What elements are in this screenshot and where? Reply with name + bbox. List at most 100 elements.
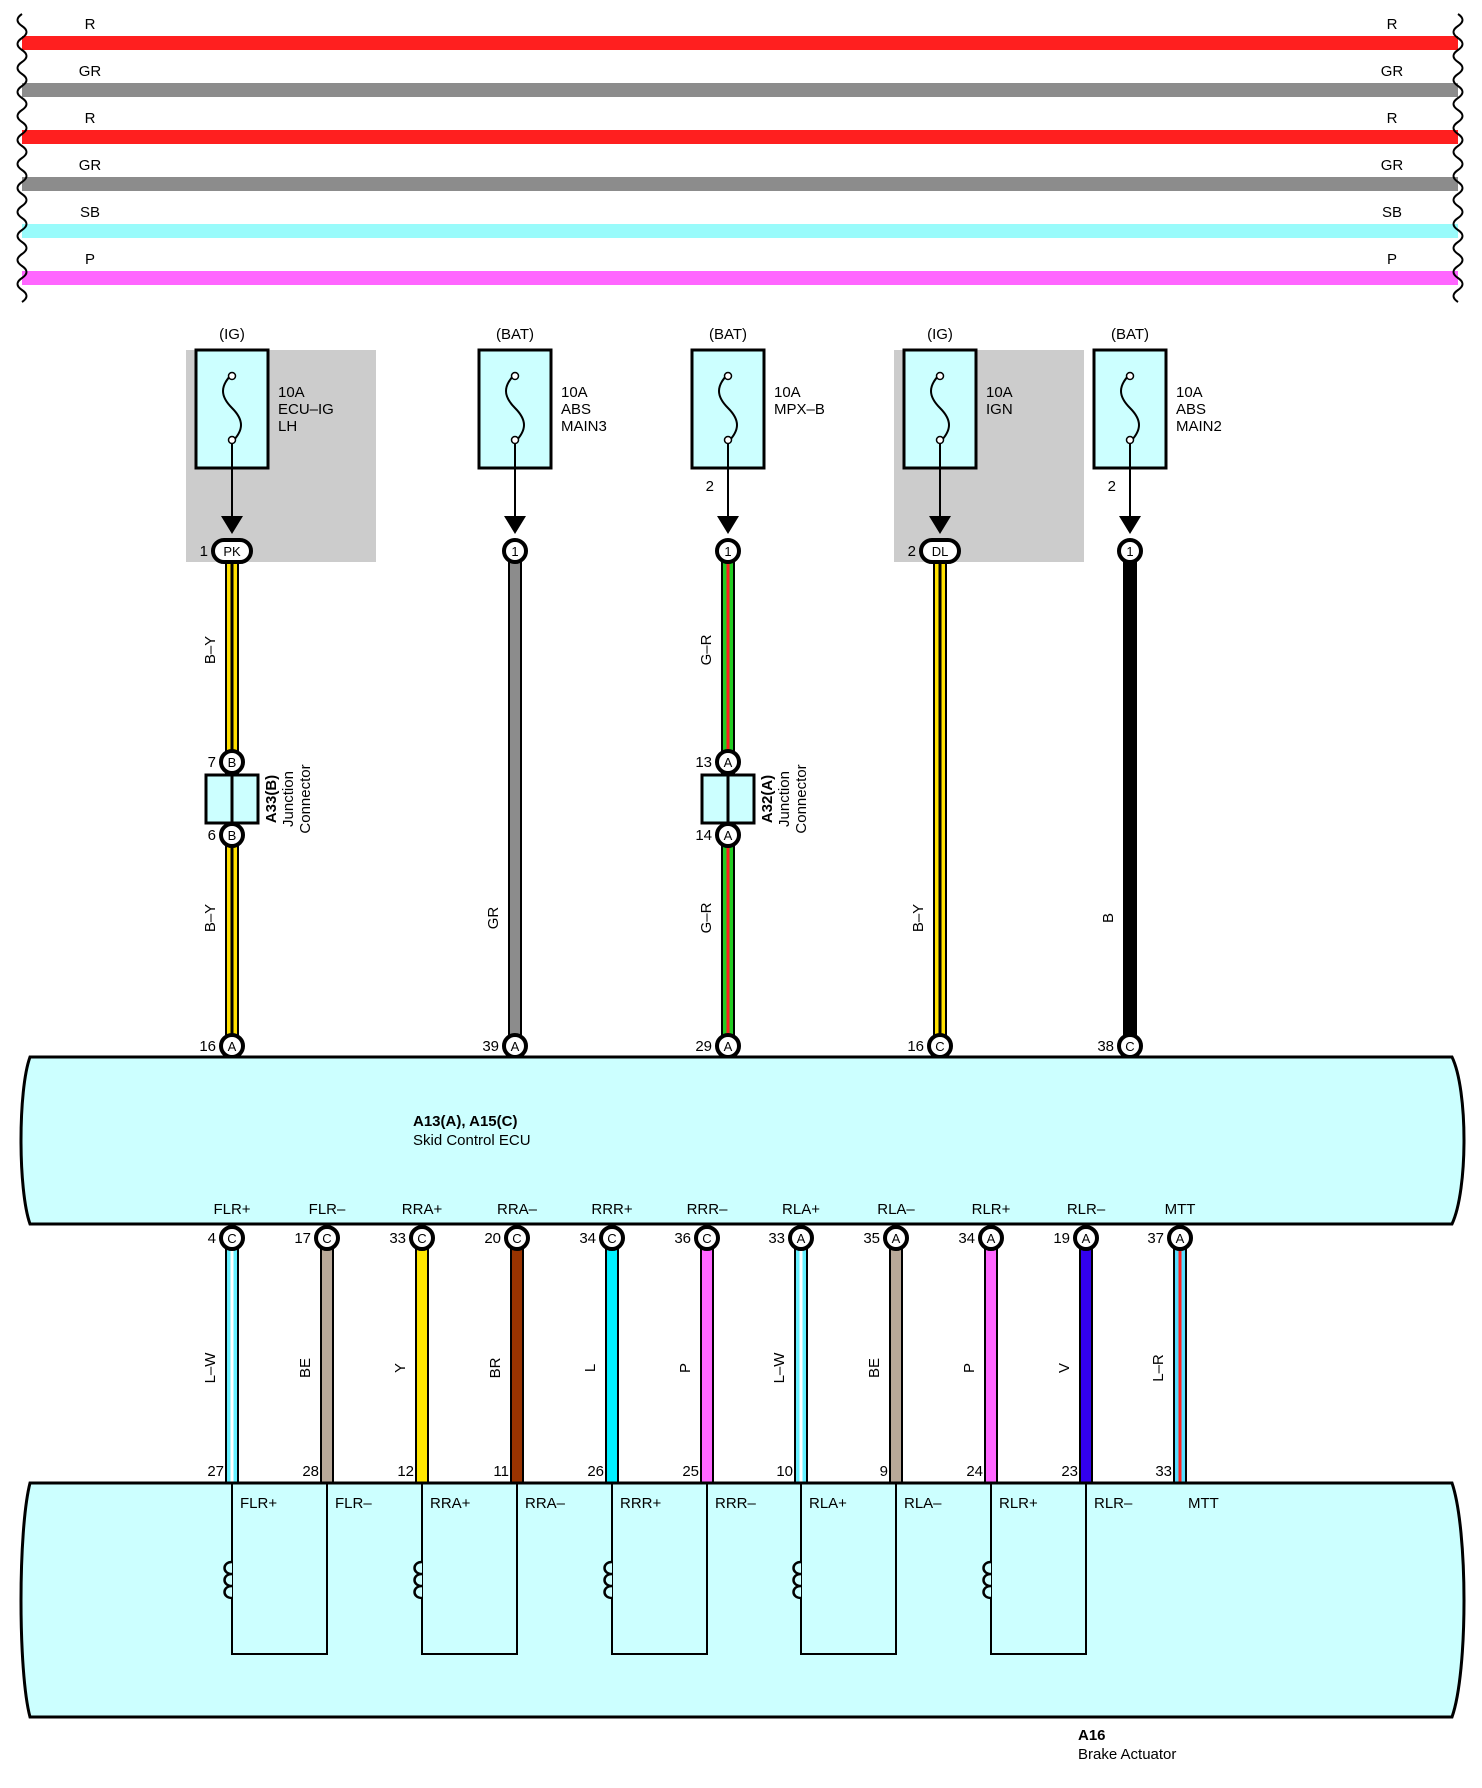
bus-label-left: GR	[79, 157, 102, 174]
ecu-terminal-label: RLR+	[972, 1201, 1011, 1218]
bus-break-right	[1452, 13, 1464, 303]
bus-line-6-wire	[22, 271, 1458, 285]
ecu-pin-number: 4	[208, 1230, 216, 1247]
actuator-name: Brake Actuator	[1078, 1746, 1176, 1763]
solenoid-coil-icon	[982, 1560, 992, 1600]
fuse-element	[1120, 373, 1140, 443]
fuse-terminal	[723, 435, 733, 445]
junction-pin-top: A	[715, 749, 741, 775]
ecu-name: Skid Control ECU	[413, 1132, 531, 1149]
actuator-wire-9-conductor	[984, 1238, 998, 1483]
ecu-pin-label: A	[511, 1039, 520, 1054]
ecu-pin: C	[694, 1225, 720, 1251]
fuse-rating: 10A	[278, 384, 305, 401]
wire-color-code: P	[961, 1363, 978, 1373]
ecu-power-wires: BB76A33(B)JunctionConnectorB–YB–YPKA16IG…	[199, 538, 1143, 1086]
fuse-source: (BAT)	[1111, 326, 1149, 343]
actuator-wire-1-conductor	[225, 1238, 239, 1483]
bus-label-left: GR	[79, 63, 102, 80]
bus-line-5-wire	[22, 224, 1458, 238]
ecu-pin-label: A	[892, 1231, 901, 1246]
skid-control-ecu: A13(A), A15(C) Skid Control ECU	[19, 1055, 1466, 1226]
connector-pin-circle: 1	[502, 538, 528, 564]
junction-pin-bottom-label: A	[724, 828, 733, 843]
wire-color-code: B–Y	[910, 904, 927, 932]
fuse-element	[505, 373, 525, 443]
wire-color-code: B–Y	[202, 904, 219, 932]
connector-PK-ring	[211, 538, 253, 564]
ecu-pin-label: C	[227, 1231, 236, 1246]
solenoid-coil-icon	[413, 1560, 423, 1600]
actuator-terminal-label: FLR+	[240, 1495, 277, 1512]
ecu-pin-number: 19	[1053, 1230, 1070, 1247]
junction-pin-bottom-ring	[715, 822, 741, 848]
actuator-wire-5-conductor-body	[607, 1238, 617, 1483]
actuator-wire-10-conductor-body	[1081, 1238, 1091, 1483]
fuse-source: (IG)	[219, 326, 245, 343]
fuse-pin: 2	[706, 478, 714, 495]
ecu-pin-ring	[314, 1225, 340, 1251]
power-wire-2-conductor-body	[510, 562, 520, 1044]
fuse-name: MAIN2	[1176, 418, 1222, 435]
bus-line-2-wire	[22, 83, 1458, 97]
fuse-name: MPX–B	[774, 401, 825, 418]
fuse-arrow	[929, 516, 951, 534]
ecu-pin: A	[715, 1033, 741, 1059]
ecu-pin-number: 34	[958, 1230, 975, 1247]
wire-color-code: L	[582, 1364, 599, 1372]
fuse-terminal	[227, 371, 237, 381]
ecu-pin-label: C	[322, 1231, 331, 1246]
power-wire-4-conductor	[933, 562, 947, 1044]
ecu-pin-ring	[1167, 1225, 1193, 1251]
ecu-pin-label: A	[1082, 1231, 1091, 1246]
junction-name: Junction	[776, 771, 793, 827]
wire-color-code: G–R	[698, 634, 715, 665]
connector-pin-circle-ring	[1117, 538, 1143, 564]
actuator-wire-1: FLR+C4L–W27	[202, 1201, 251, 1483]
ecu-terminal-label: RRR+	[591, 1201, 632, 1218]
ecu-pin-number: 37	[1147, 1230, 1164, 1247]
bus-label-right: R	[1387, 110, 1398, 127]
actuator-pin-number: 27	[207, 1463, 224, 1480]
bus-label-left: R	[85, 16, 96, 33]
power-wire-2-conductor	[508, 562, 522, 1044]
actuator-terminal-label: RRR–	[715, 1495, 756, 1512]
fuse-terminal	[1125, 371, 1135, 381]
connector-pin: 1	[200, 543, 208, 560]
bus-break-left	[16, 13, 28, 303]
ecu-pin-label: A	[724, 1039, 733, 1054]
fuse-arrow	[504, 516, 526, 534]
wire-color-code: BE	[297, 1358, 314, 1378]
ecu-pin: A	[1073, 1225, 1099, 1251]
actuator-wire-6-conductor-body	[702, 1238, 712, 1483]
junction-pin-bottom: A	[715, 822, 741, 848]
actuator-wire-11-conductor-stripe	[1178, 1238, 1182, 1483]
ecu-pin-ring	[978, 1225, 1004, 1251]
fuse-terminal	[935, 435, 945, 445]
ecu-pin-label: C	[607, 1231, 616, 1246]
junction-pin-bottom-label: B	[228, 828, 237, 843]
junction-pin-top-label: A	[724, 755, 733, 770]
fuse-terminal	[227, 435, 237, 445]
junction-pin-number: 14	[695, 827, 712, 844]
wire-color-code: GR	[485, 907, 502, 930]
wire-color-code: BR	[487, 1357, 504, 1378]
ecu-pin: C	[409, 1225, 435, 1251]
connector-pin-circle-label: 1	[724, 544, 731, 559]
junction-id: A33(B)	[263, 775, 280, 823]
connector-DL: DL	[919, 538, 961, 564]
ecu-pin: A	[883, 1225, 909, 1251]
wire-color-code: G–R	[698, 902, 715, 933]
actuator-wire-5-conductor	[605, 1238, 619, 1483]
